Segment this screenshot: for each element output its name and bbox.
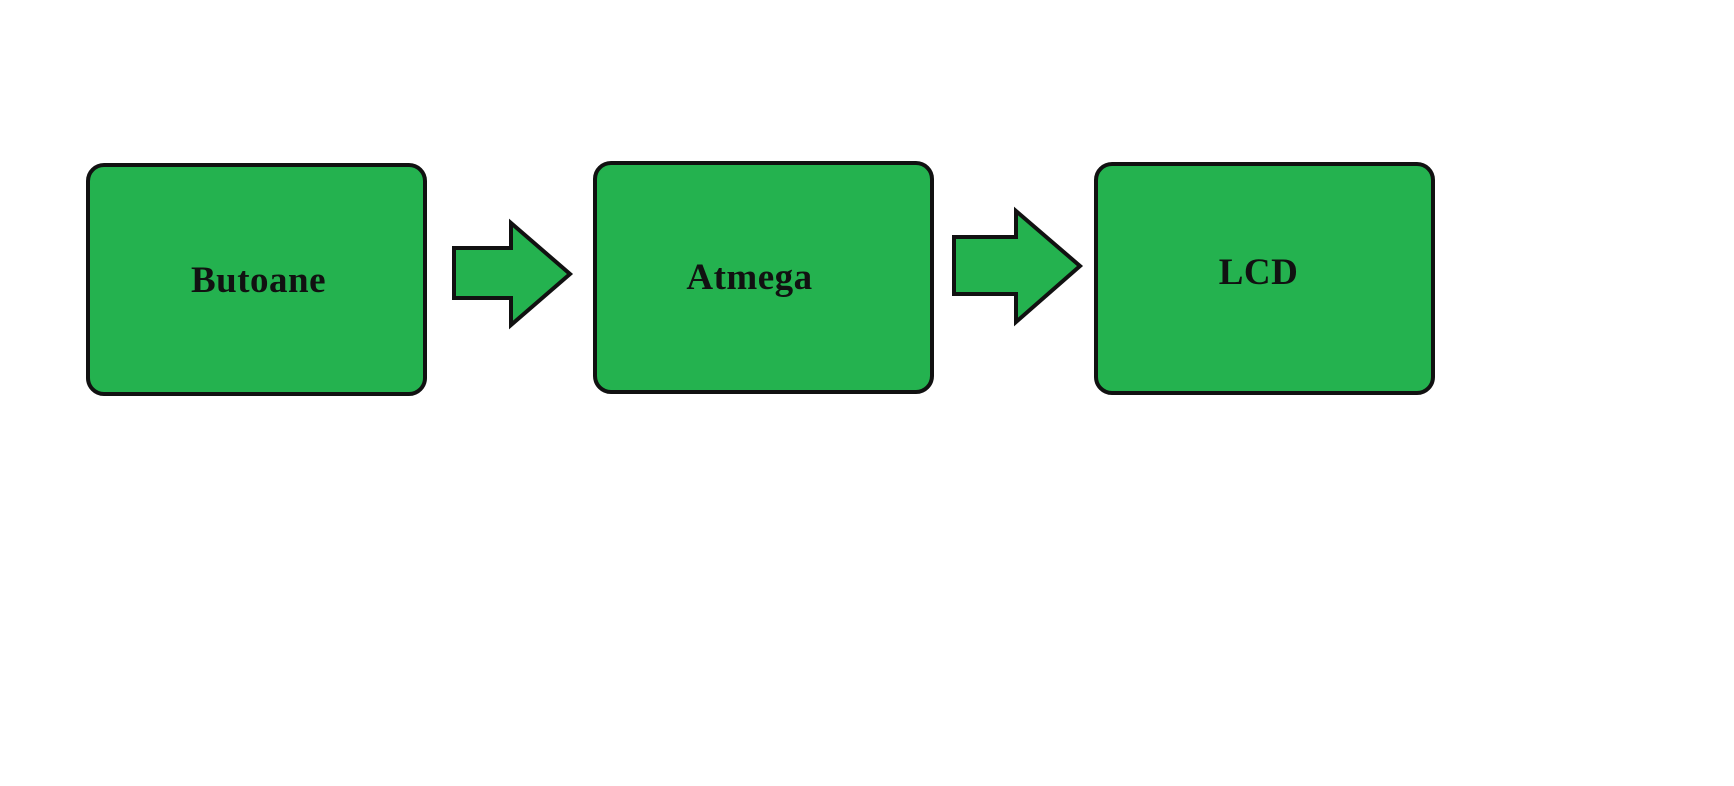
arrow-butoane-to-atmega: [452, 218, 574, 330]
node-atmega-box: Atmega: [593, 161, 934, 394]
node-butoane-label: Butoane: [190, 260, 327, 301]
node-butoane-box: Butoane: [86, 163, 427, 396]
node-lcd-label: LCD: [1218, 252, 1299, 293]
node-lcd-box: LCD: [1094, 162, 1435, 395]
node-atmega-label: Atmega: [686, 257, 813, 298]
arrow-atmega-to-lcd: [952, 206, 1084, 327]
